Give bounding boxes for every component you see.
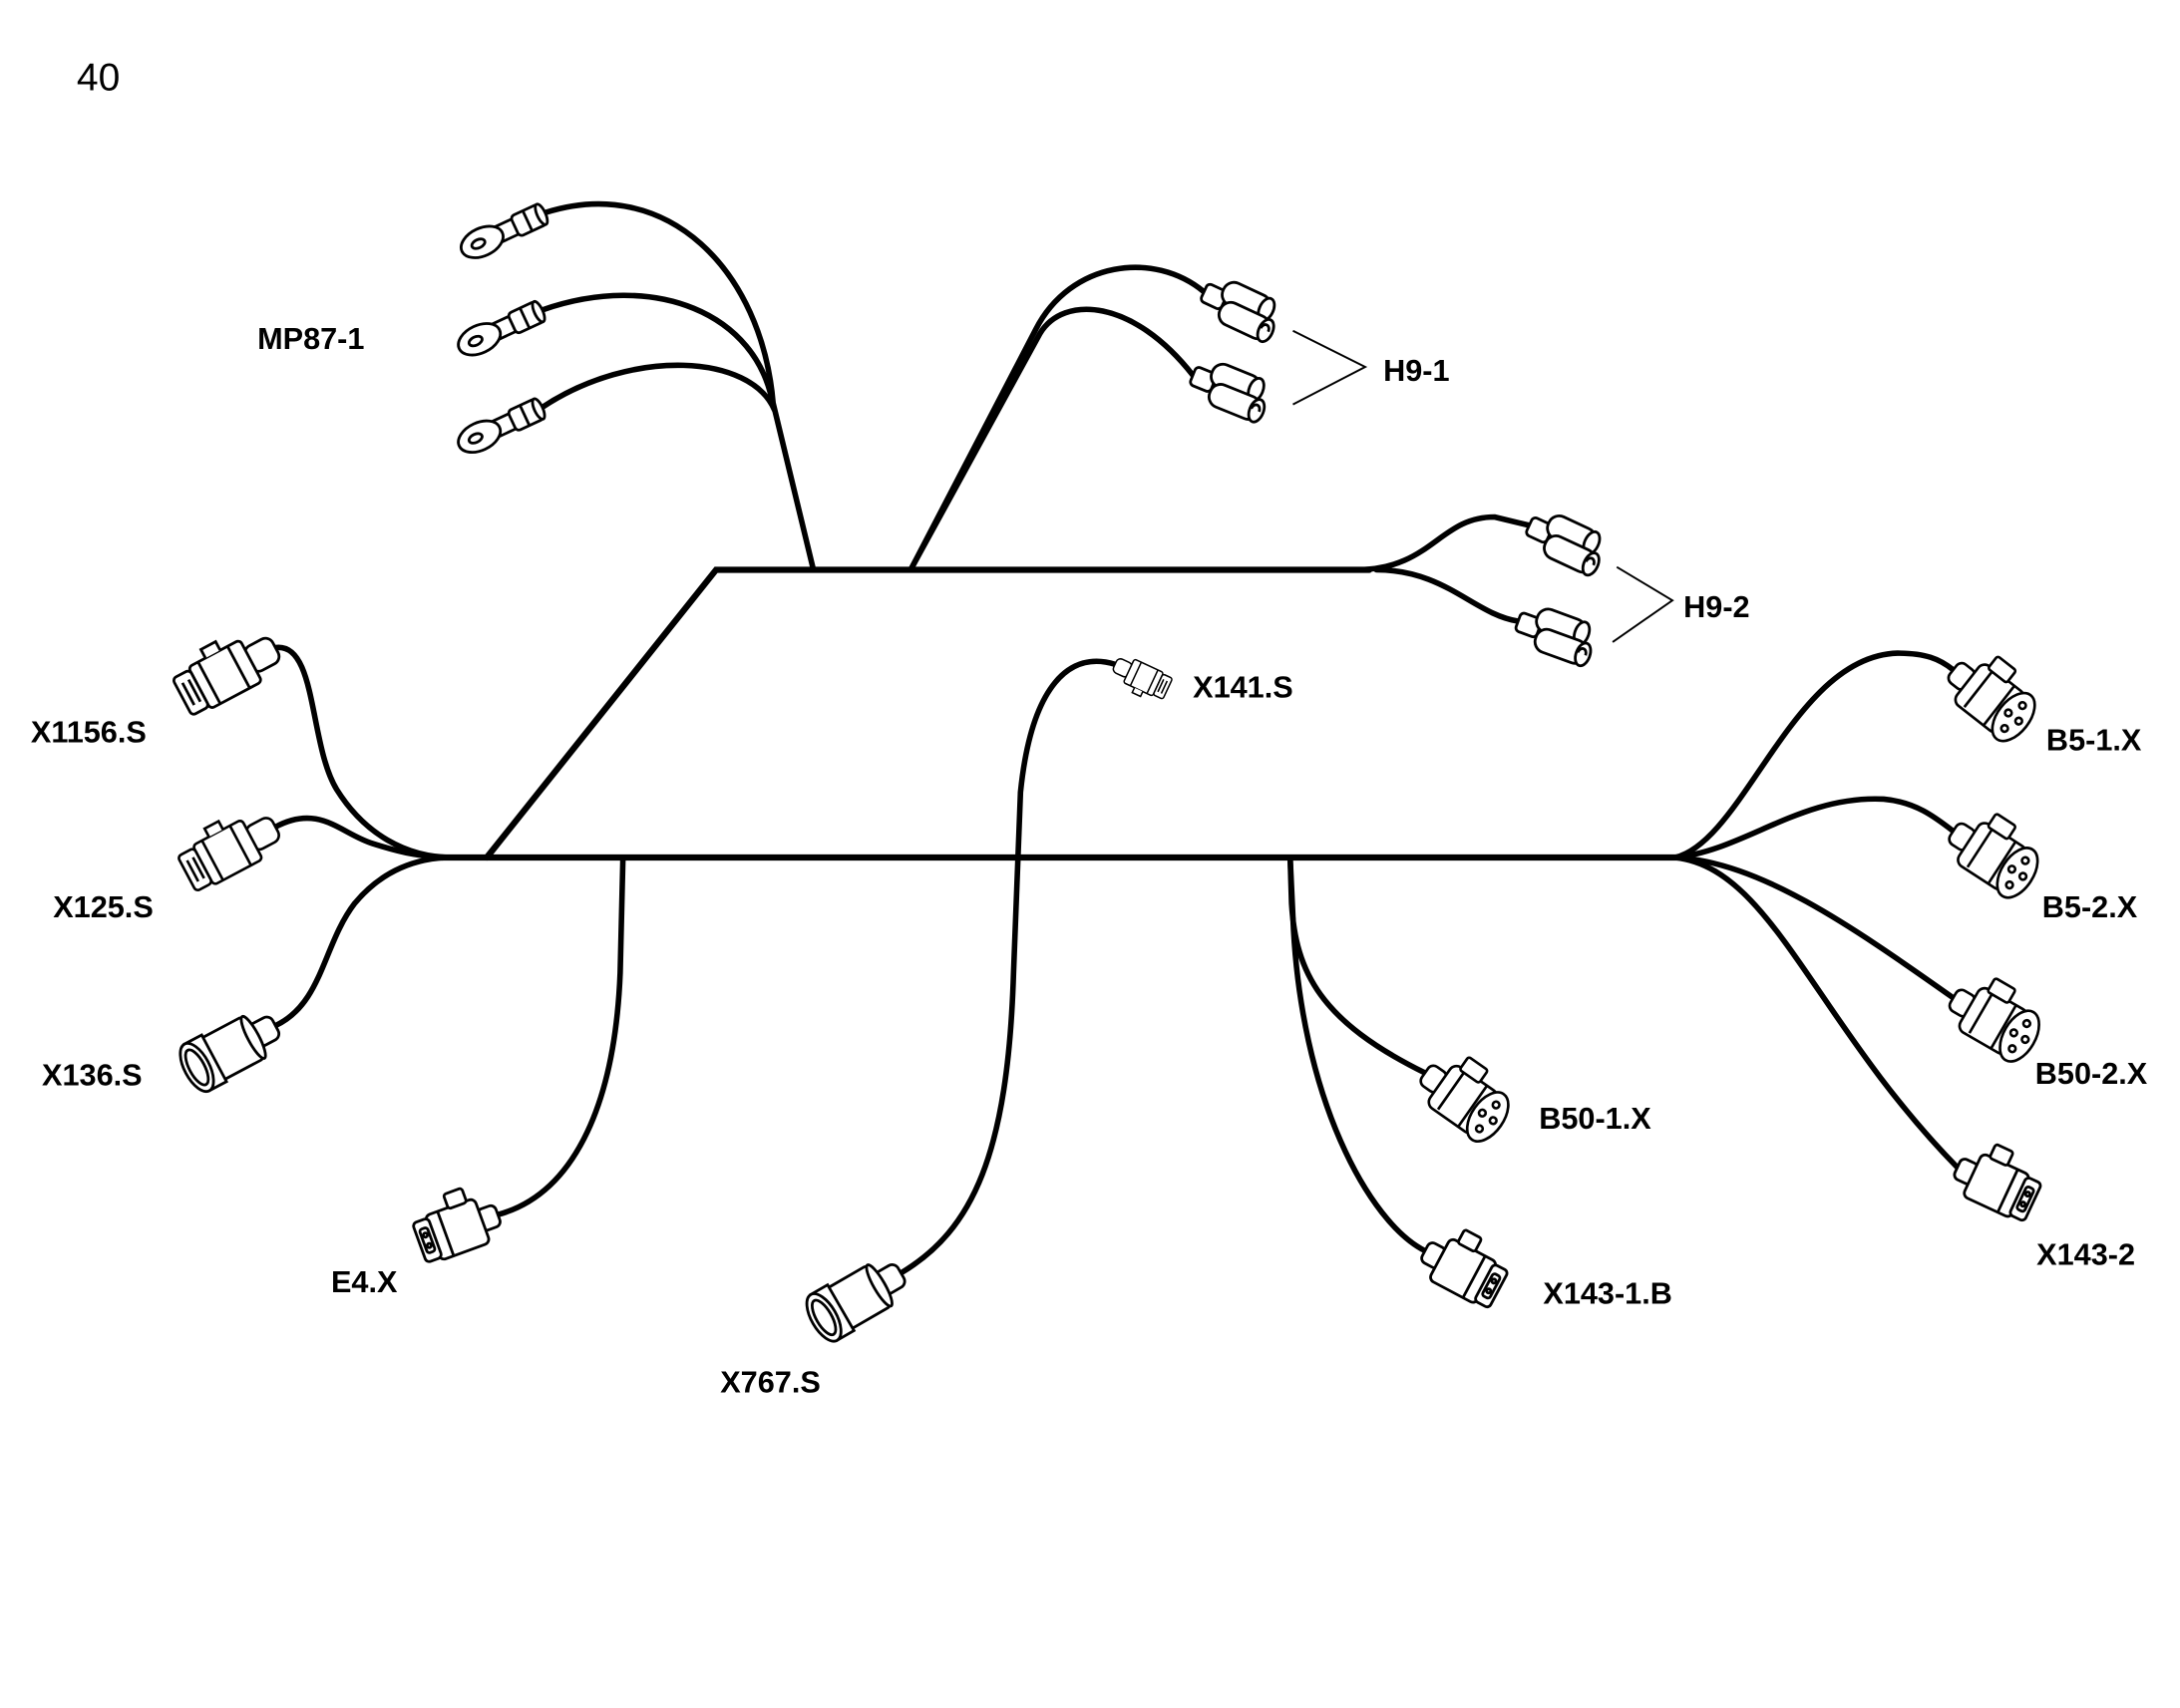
wire-x143-2 bbox=[1672, 854, 1961, 1171]
wire-h9-2-a bbox=[1352, 513, 1533, 573]
wire-mp87-1-a bbox=[542, 200, 817, 573]
wire-x1156-s bbox=[272, 644, 456, 860]
receptacle-x143-1-b bbox=[1412, 1215, 1518, 1313]
round-connector-x767-s bbox=[798, 1248, 916, 1348]
receptacle-e4-x bbox=[405, 1178, 508, 1267]
wire-h9-1-b bbox=[908, 306, 1196, 573]
wire-mp87-1-c bbox=[540, 362, 778, 413]
receptacle-b5-2-x bbox=[1937, 797, 2053, 906]
spade-connector-h9-2-b bbox=[1509, 598, 1602, 670]
label-x1156-s: X1156.S bbox=[31, 715, 147, 749]
label-e4-x: E4.X bbox=[331, 1265, 398, 1299]
plug-connector-x1156-s bbox=[165, 616, 288, 720]
label-x125-s: X125.S bbox=[53, 890, 154, 924]
wire-h9-2-b bbox=[1373, 566, 1522, 624]
receptacle-b50-1-x bbox=[1407, 1040, 1525, 1151]
receptacle-b50-2-x bbox=[1938, 963, 2054, 1070]
leader-h9-1 bbox=[1292, 329, 1368, 406]
trunk-upper bbox=[483, 566, 1373, 861]
page-number: 40 bbox=[77, 57, 120, 100]
leader-h9-2 bbox=[1612, 565, 1674, 643]
label-b50-2-x: B50-2.X bbox=[2035, 1057, 2148, 1091]
wire-b5-1-x bbox=[1672, 650, 1957, 860]
wire-b50-2-x bbox=[1672, 854, 1957, 1001]
label-b5-2-x: B5-2.X bbox=[2042, 890, 2138, 924]
wire-e4-x bbox=[495, 854, 626, 1217]
ring-terminal-mp87-1-a bbox=[454, 198, 552, 266]
label-b50-1-x: B50-1.X bbox=[1539, 1102, 1651, 1136]
spade-connector-h9-2-a bbox=[1519, 504, 1613, 579]
plug-connector-x141-s bbox=[1106, 651, 1175, 707]
label-h9-1: H9-1 bbox=[1383, 354, 1449, 388]
receptacle-b5-1-x bbox=[1935, 638, 2051, 751]
ring-terminal-mp87-1-c bbox=[452, 393, 550, 461]
label-x143-2: X143-2 bbox=[2036, 1237, 2135, 1271]
label-x141-s: X141.S bbox=[1193, 671, 1293, 705]
wire-x136-s bbox=[272, 854, 456, 1029]
label-x136-s: X136.S bbox=[42, 1059, 143, 1093]
label-mp87-1: MP87-1 bbox=[257, 322, 364, 356]
label-h9-2: H9-2 bbox=[1683, 590, 1749, 624]
wire-mp87-1-b bbox=[540, 292, 776, 409]
spade-connector-h9-1-b bbox=[1183, 353, 1276, 426]
label-b5-1-x: B5-1.X bbox=[2046, 724, 2142, 758]
wire-x125-s bbox=[272, 815, 456, 860]
round-connector-x136-s bbox=[172, 1000, 290, 1099]
plug-connector-x125-s bbox=[171, 797, 288, 895]
receptacle-x143-2 bbox=[1946, 1132, 2050, 1226]
ring-terminal-mp87-1-b bbox=[452, 295, 550, 363]
wire-x143-1-b bbox=[1286, 854, 1428, 1254]
wire-b5-2-x bbox=[1672, 796, 1957, 860]
label-x143-1-b: X143-1.B bbox=[1543, 1276, 1672, 1310]
label-x767-s: X767.S bbox=[720, 1366, 821, 1400]
wire-x141-x767 bbox=[898, 658, 1118, 1276]
wire-h9-1-a bbox=[908, 264, 1208, 573]
spade-connector-h9-1-a bbox=[1194, 270, 1287, 346]
